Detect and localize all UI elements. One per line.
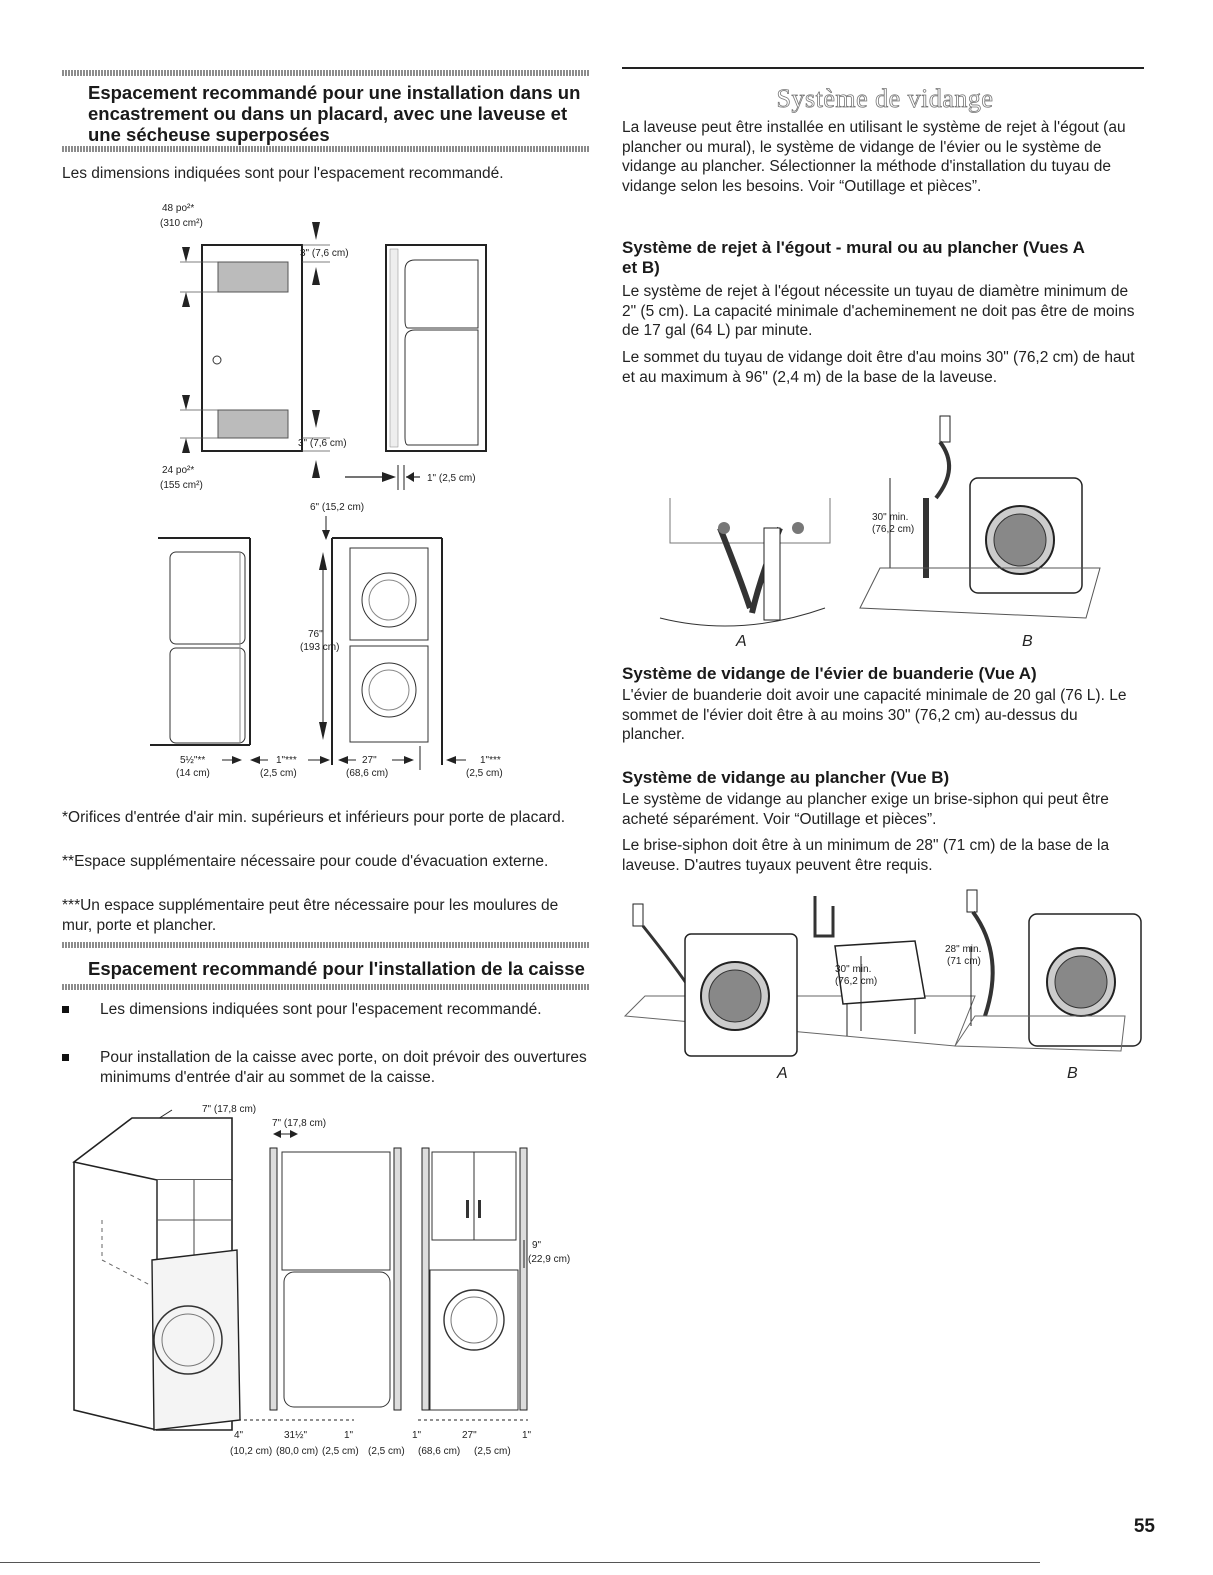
intro-dimensions: Les dimensions indiquées sont pour l'esp…: [62, 165, 504, 182]
rule-below-heading: [62, 146, 590, 152]
width-metric: (68,6 cm): [346, 768, 388, 779]
top-vent-b-label: 7" (17,8 cm): [272, 1118, 326, 1129]
rule-above-cabinet: [62, 942, 590, 948]
floor-drain-figure: 30" min. (76,2 cm) A 28" min. (71 cm) B: [623, 889, 1142, 1082]
cabinet-bullet-1: Les dimensions indiquées sont pour l'esp…: [60, 1000, 580, 1020]
tub-height-label: 30" min.: [835, 964, 871, 975]
dim6-label: 1": [522, 1430, 532, 1441]
drain-intro: La laveuse peut être installée en utilis…: [622, 119, 1126, 195]
standpipe-p1: Le système de rejet à l'égout nécessite …: [622, 283, 1135, 339]
standpipe-label-a: A: [735, 633, 747, 650]
standpipe-label-b: B: [1022, 633, 1033, 650]
note-1: *Orifices d'entrée d'air min. supérieurs…: [62, 809, 566, 826]
dim3-label: 1": [344, 1430, 354, 1441]
floor-drain-height-label: 28" min.: [945, 944, 981, 955]
dim5-label: 27": [462, 1430, 477, 1441]
floor-drain-label-b: B: [1067, 1065, 1078, 1082]
gap2-label: 1"***: [480, 755, 501, 766]
standpipe-height-label: 30" min.: [872, 512, 908, 523]
gap-bottom-label: 3" (7,6 cm): [298, 438, 347, 449]
dim1-metric: (10,2 cm): [230, 1446, 272, 1457]
dim3-metric: (2,5 cm): [322, 1446, 359, 1457]
floor-drain-p1: Le système de vidange au plancher exige …: [622, 791, 1109, 828]
dim2-metric: (80,0 cm): [276, 1446, 318, 1457]
height-metric: (193 cm): [300, 642, 339, 653]
tub-height-metric: (76,2 cm): [835, 976, 877, 987]
heading-cabinet-spacing: Espacement recommandé pour l'installatio…: [88, 958, 585, 979]
heading-standpipe: Système de rejet à l'égout - mural ou au…: [622, 238, 1085, 277]
laundry-tub-p1: L'évier de buanderie doit avoir une capa…: [622, 687, 1127, 743]
gap2-metric: (2,5 cm): [466, 768, 503, 779]
closet-door-figure: 48 po²* (310 cm²) 3" (7,6 cm) 3" (7,6 cm…: [160, 203, 487, 491]
top-rule-right: [622, 67, 1144, 69]
dim6-metric: (2,5 cm): [474, 1446, 511, 1457]
dim1-label: 4": [234, 1430, 244, 1441]
gap1-metric: (2,5 cm): [260, 768, 297, 779]
cabinet-bullet-2: Pour installation de la caisse avec port…: [60, 1048, 600, 1087]
stack-closet-figure: 6" (15,2 cm) 76" (193 cm) 5½"** (14 cm) …: [150, 502, 503, 779]
width-label: 27": [362, 755, 377, 766]
bottom-rule: [0, 1562, 1040, 1563]
vent-bottom-label: 24 po²*: [162, 465, 194, 476]
top-gap-label: 9": [532, 1240, 542, 1251]
vent-top-metric: (310 cm²): [160, 218, 203, 229]
section-title-drain: Système de vidange: [776, 84, 994, 114]
side-gap-label: 1" (2,5 cm): [427, 473, 476, 484]
floor-drain-p2: Le brise-siphon doit être à un minimum d…: [622, 837, 1110, 874]
gap1-label: 1"***: [276, 755, 297, 766]
dim2-label: 31½": [284, 1430, 307, 1441]
dim5-metric: (68,6 cm): [418, 1446, 460, 1457]
floor-drain-height-metric: (71 cm): [947, 956, 981, 967]
standpipe-figure: A 30" min. (76,2 cm) B: [659, 415, 1101, 650]
standpipe-height-metric: (76,2 cm): [872, 524, 914, 535]
heading-laundry-tub: Système de vidange de l'évier de buander…: [622, 664, 1037, 683]
top-gap-metric: (22,9 cm): [528, 1254, 570, 1265]
gap-top-label: 3" (7,6 cm): [300, 248, 349, 259]
rule-below-cabinet: [62, 984, 590, 990]
vent-bottom-metric: (155 cm²): [160, 480, 203, 491]
floor-drain-label-a: A: [776, 1065, 788, 1082]
page-number: 55: [1133, 1516, 1155, 1537]
left-gap-label: 5½"**: [180, 755, 205, 766]
dim4-metric: (2,5 cm): [368, 1446, 405, 1457]
standpipe-p2: Le sommet du tuyau de vidange doit être …: [622, 349, 1135, 386]
cabinet-figure: 7" (17,8 cm) 7" (17,8 cm) 9" (22,9 cm) 4…: [72, 1104, 570, 1457]
top-vent-a-label: 7" (17,8 cm): [202, 1104, 256, 1115]
heading-recommended-spacing: Espacement recommandé pour une installat…: [88, 82, 581, 145]
heading-floor-drain: Système de vidange au plancher (Vue B): [622, 768, 950, 787]
top-gap-label: 6" (15,2 cm): [310, 502, 364, 513]
dim4-label: 1": [412, 1430, 422, 1441]
top-rule-left: [62, 70, 590, 76]
note-3: ***Un espace supplémentaire peut être né…: [62, 897, 559, 934]
left-gap-metric: (14 cm): [176, 768, 210, 779]
vent-top-label: 48 po²*: [162, 203, 194, 214]
note-2: **Espace supplémentaire nécessaire pour …: [62, 853, 549, 870]
height-label: 76": [308, 629, 323, 640]
